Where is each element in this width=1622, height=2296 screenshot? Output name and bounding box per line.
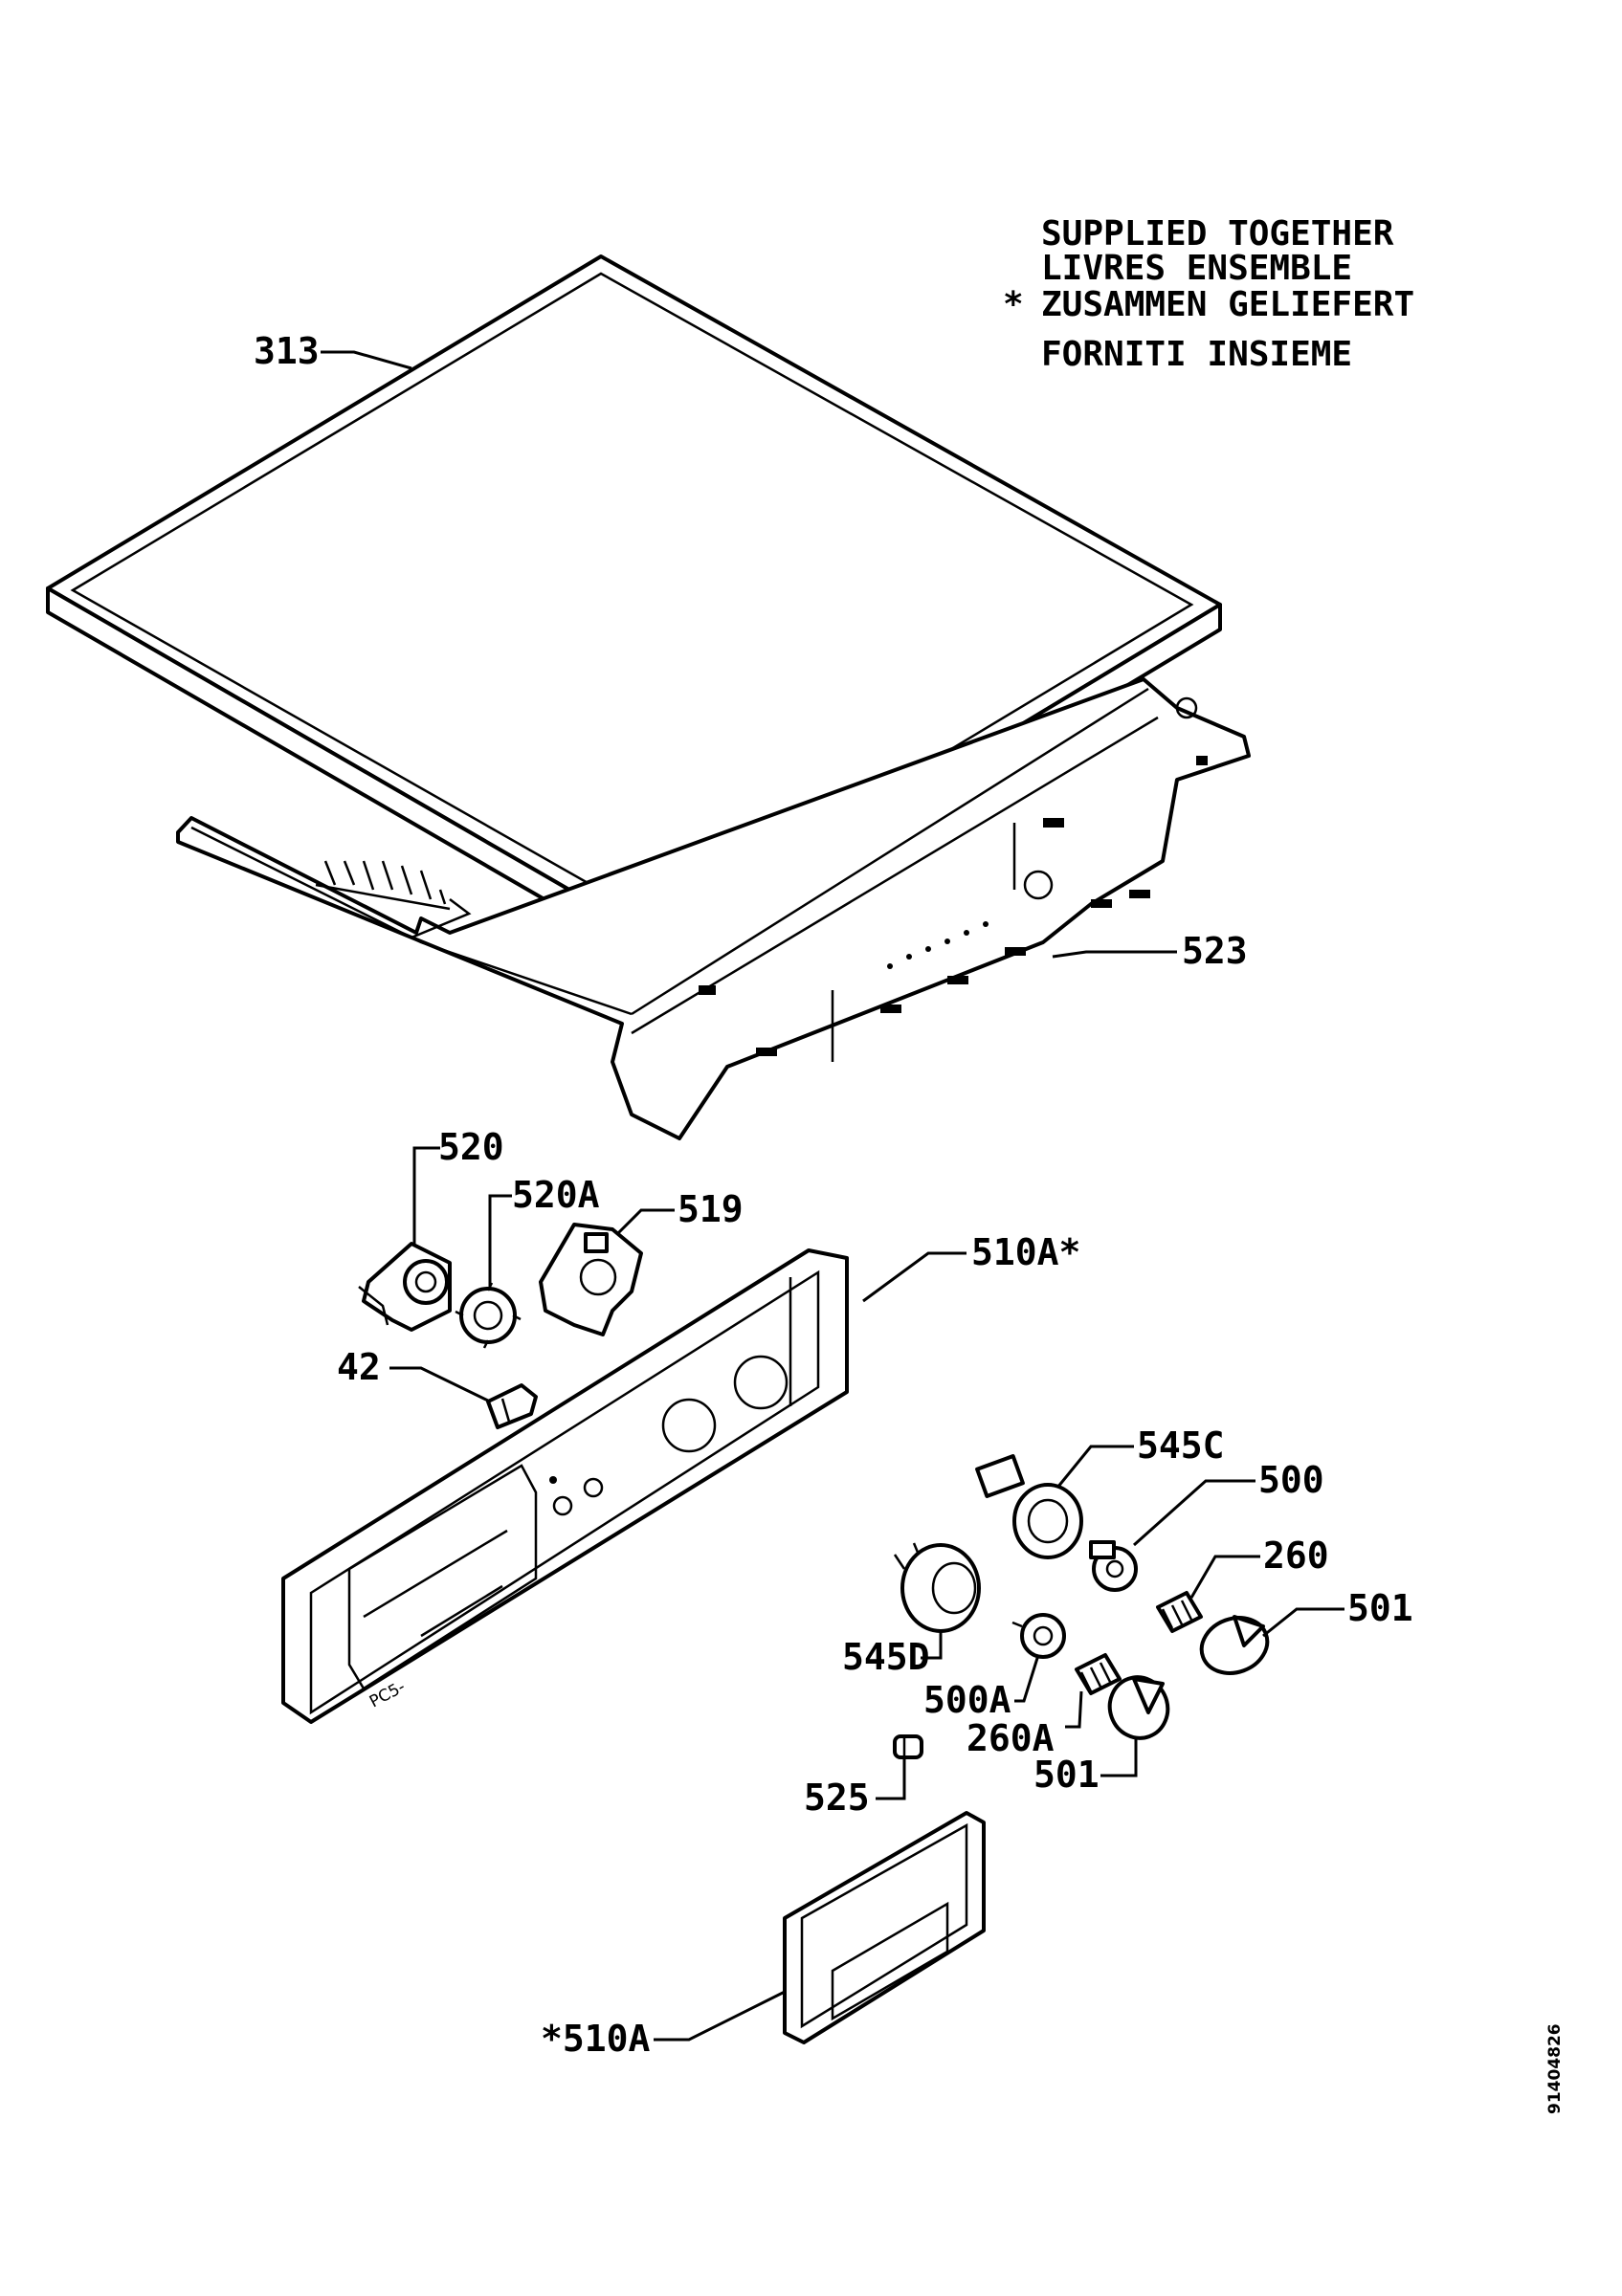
part-523-panel-frame bbox=[176, 677, 1251, 1140]
label-510a-top: 510A* bbox=[971, 1231, 1080, 1273]
note-line-1: SUPPLIED TOGETHER bbox=[1041, 214, 1394, 254]
part-545d-bearing bbox=[893, 1542, 981, 1633]
part-number-labels: 313 523 520 520A 519 510A* 42 545C 500 2… bbox=[254, 330, 1413, 2060]
label-525: 525 bbox=[804, 1777, 870, 1819]
label-500: 500 bbox=[1258, 1459, 1324, 1501]
label-501-right: 501 bbox=[1347, 1587, 1413, 1629]
supplied-together-note: SUPPLIED TOGETHER LIVRES ENSEMBLE * ZUSA… bbox=[1003, 214, 1414, 374]
part-501-knob-right bbox=[1199, 1615, 1270, 1675]
part-500a-ring bbox=[1011, 1613, 1066, 1659]
label-501-bottom: 501 bbox=[1033, 1754, 1100, 1796]
note-asterisk: * bbox=[1003, 285, 1024, 324]
note-line-2: LIVRES ENSEMBLE bbox=[1041, 249, 1352, 288]
label-545d: 545D bbox=[842, 1636, 930, 1678]
label-260a: 260A bbox=[967, 1717, 1055, 1759]
label-260: 260 bbox=[1263, 1534, 1329, 1577]
part-525-pin bbox=[893, 1734, 923, 1759]
part-501-knob-bottom bbox=[1107, 1675, 1170, 1740]
part-260a-spring bbox=[1075, 1653, 1122, 1695]
part-500-cam-disc bbox=[1089, 1540, 1138, 1592]
label-510a-bottom: *510A bbox=[541, 2018, 651, 2060]
label-500a: 500A bbox=[923, 1679, 1011, 1721]
label-42: 42 bbox=[337, 1346, 381, 1388]
part-42-switch bbox=[486, 1383, 538, 1429]
part-519-cam bbox=[539, 1223, 643, 1336]
note-line-4: FORNITI INSIEME bbox=[1041, 335, 1352, 374]
label-523: 523 bbox=[1182, 930, 1248, 972]
part-545c-bearing bbox=[975, 1454, 1083, 1559]
part-520-bracket bbox=[358, 1242, 452, 1332]
label-313: 313 bbox=[254, 330, 320, 372]
part-510a-fascia bbox=[281, 1248, 849, 1724]
label-520a: 520A bbox=[512, 1174, 600, 1216]
note-line-3: ZUSAMMEN GELIEFERT bbox=[1041, 285, 1414, 324]
document-code: 91404826 bbox=[1545, 2023, 1565, 2114]
part-510a-cover bbox=[783, 1811, 986, 2044]
leader-lines bbox=[321, 350, 1344, 2042]
label-519: 519 bbox=[678, 1188, 744, 1230]
part-260-spring bbox=[1156, 1591, 1203, 1633]
label-545c: 545C bbox=[1137, 1424, 1225, 1467]
part-520a-gear bbox=[455, 1282, 522, 1349]
label-520: 520 bbox=[438, 1126, 504, 1168]
